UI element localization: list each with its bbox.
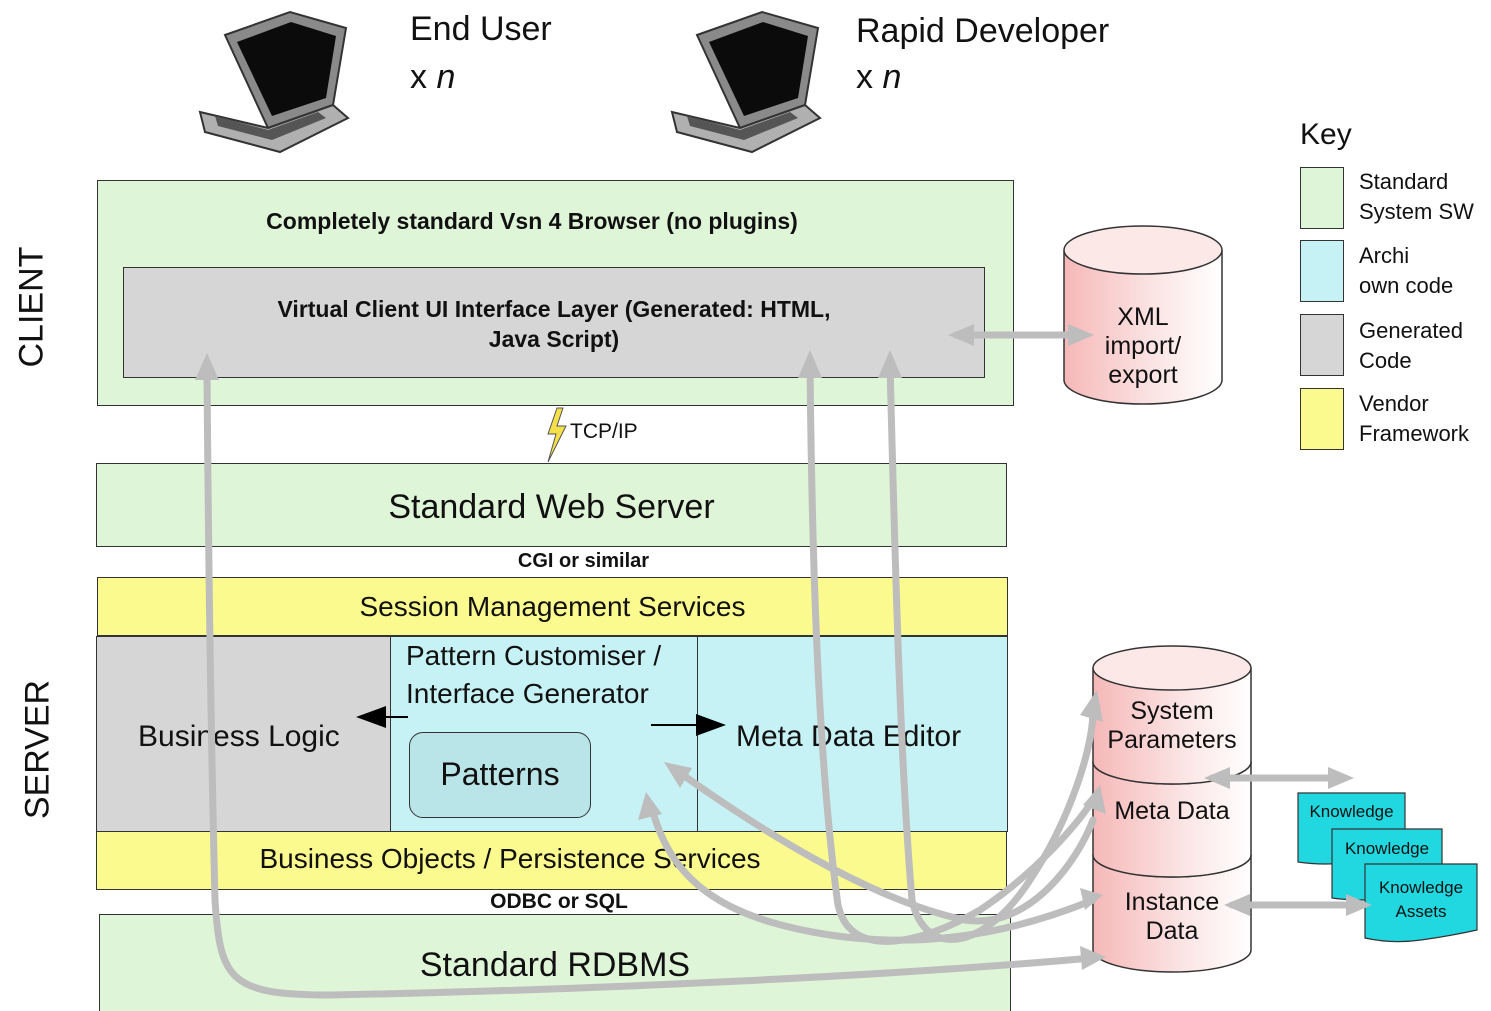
- end-user-laptop-icon: [198, 10, 350, 154]
- arrow-to-business-logic: [356, 706, 386, 728]
- arrowhead-instance-knowledge-left: [1224, 894, 1250, 916]
- odbc-label: ODBC or SQL: [490, 890, 628, 913]
- rdbms-label: Standard RDBMS: [419, 946, 691, 984]
- virtual-client-line2: Java Script): [488, 326, 620, 352]
- arrowhead-instance-top: [1080, 888, 1103, 910]
- grey-flow-arrows: [203, 331, 1366, 999]
- knowledge-documents: [1297, 792, 1478, 943]
- flow-editor-to-meta: [672, 766, 1097, 925]
- knowledge-doc-3: [1364, 863, 1478, 943]
- end-user-count-prefix: x: [410, 58, 427, 96]
- knowledge-doc-2-label: Knowledge: [1344, 839, 1430, 858]
- key-swatch-standard: [1300, 167, 1344, 229]
- cgi-label: CGI or similar: [517, 550, 650, 572]
- arrowhead-rdbms-to-instance: [1080, 946, 1106, 970]
- session-label: Session Management Services: [359, 591, 746, 622]
- instance-line1: Instance: [1124, 888, 1220, 916]
- key-swatch-generated: [1300, 314, 1344, 376]
- arrowhead-client-rapid-1: [798, 350, 822, 378]
- virtual-client-box: [123, 267, 985, 378]
- key-item-own-code: Archi own code: [1359, 241, 1453, 301]
- arrowhead-instance-knowledge-right: [1346, 894, 1372, 916]
- arrowhead-xml-right: [1068, 324, 1094, 346]
- rapid-developer-count-var: n: [882, 58, 902, 96]
- end-user-title: End User: [410, 10, 552, 48]
- tcpip-label: TCP/IP: [570, 420, 638, 443]
- arrowhead-editor: [664, 762, 692, 788]
- key-standard-line1: Standard: [1359, 169, 1449, 194]
- flow-rdbms-to-client: [203, 368, 1096, 999]
- arrowhead-sysparams: [1080, 690, 1103, 722]
- grey-arrowheads: [195, 324, 1372, 970]
- arrow-to-meta-editor: [696, 714, 726, 736]
- key-generated-line1: Generated: [1359, 318, 1463, 343]
- knowledge-assets-line1: Knowledge: [1378, 878, 1464, 897]
- sysparams-line2: Parameters: [1107, 726, 1237, 754]
- black-arrows: [356, 706, 726, 736]
- rapid-developer-title: Rapid Developer: [856, 12, 1110, 50]
- pattern-customiser-line1: Pattern Customiser /: [406, 640, 662, 671]
- xml-store-label: XML import/ export: [1064, 303, 1222, 390]
- key-generated-line2: Code: [1359, 348, 1412, 373]
- session-box: [97, 577, 1008, 636]
- key-own-code-line2: own code: [1359, 273, 1454, 298]
- xml-store-cylinder: [1063, 225, 1223, 405]
- rapid-developer-laptop-icon: [670, 10, 822, 154]
- key-item-standard: Standard System SW: [1359, 167, 1474, 227]
- key-standard-line2: System SW: [1359, 199, 1474, 224]
- flow-pattern-to-instance: [647, 801, 1097, 944]
- pattern-customiser-line2: Interface Generator: [406, 678, 649, 709]
- xml-line2: import/: [1104, 332, 1182, 360]
- business-logic-label: Business Logic: [138, 720, 340, 753]
- arrowhead-meta-knowledge-left: [1204, 767, 1230, 789]
- end-user-count: x n: [410, 58, 455, 97]
- flow-dev-to-sysparams: [886, 361, 1097, 943]
- lightning-icon: [547, 407, 567, 463]
- key-title: Key: [1300, 118, 1352, 151]
- virtual-client-line1: Virtual Client UI Interface Layer (Gener…: [277, 296, 831, 322]
- xml-line3: export: [1108, 361, 1178, 389]
- key-item-generated: Generated Code: [1359, 316, 1463, 376]
- key-swatch-vendor: [1300, 388, 1344, 450]
- key-own-code-line1: Archi: [1359, 243, 1410, 268]
- key-vendor-line2: Framework: [1359, 421, 1470, 446]
- web-server-label: Standard Web Server: [388, 488, 715, 526]
- browser-label: Completely standard Vsn 4 Browser (no pl…: [266, 208, 798, 234]
- arrowhead-pattern: [638, 792, 662, 820]
- sysparams-line1: System: [1130, 697, 1214, 725]
- knowledge-doc-1-label: Knowledge: [1309, 802, 1394, 821]
- web-server-box: [96, 463, 1007, 547]
- key-swatch-own-code: [1300, 240, 1344, 302]
- arrowhead-client-rapid-2: [878, 350, 902, 378]
- key-item-vendor: Vendor Framework: [1359, 389, 1469, 449]
- key-vendor-line1: Vendor: [1359, 391, 1429, 416]
- end-user-count-var: n: [436, 58, 456, 96]
- rapid-developer-count: x n: [856, 58, 901, 97]
- patterns-box: [409, 732, 591, 818]
- system-parameters-label: System Parameters: [1093, 697, 1251, 755]
- rdbms-box: [99, 914, 1011, 1011]
- rapid-developer-count-prefix: x: [856, 58, 873, 96]
- meta-data-editor-label: Meta Data Editor: [736, 720, 962, 753]
- database-stack: [1092, 645, 1252, 973]
- arrowhead-xml-left: [948, 324, 974, 346]
- xml-line1: XML: [1117, 303, 1169, 331]
- meta-data-label: Meta Data: [1114, 797, 1230, 825]
- instance-data-label: Instance Data: [1093, 888, 1251, 946]
- patterns-label: Patterns: [440, 756, 560, 792]
- flow-dev-to-meta: [806, 361, 1097, 945]
- arrowhead-meta-knowledge-right: [1328, 767, 1354, 789]
- business-logic-box: [96, 636, 391, 832]
- knowledge-assets-line2: Assets: [1395, 902, 1447, 921]
- arrowhead-client-end-user: [195, 353, 219, 380]
- knowledge-doc-3-label: Knowledge Assets: [1365, 876, 1477, 924]
- instance-line2: Data: [1145, 917, 1199, 945]
- arrowhead-meta: [1083, 785, 1106, 814]
